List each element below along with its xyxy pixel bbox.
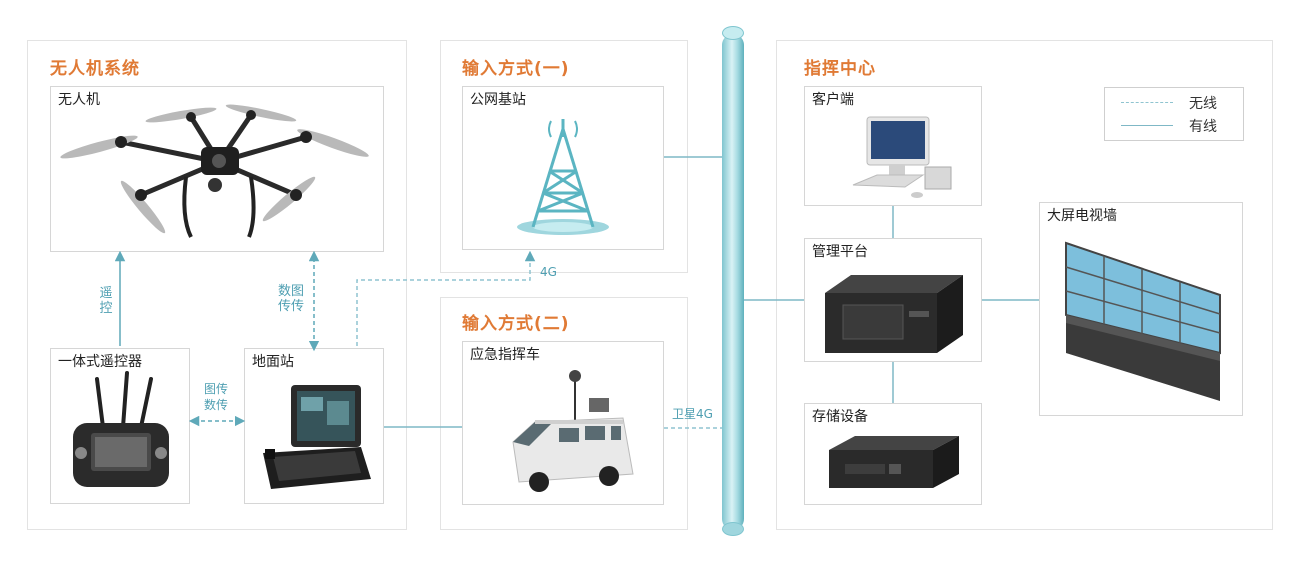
drone-icon	[60, 104, 369, 238]
network-backbone-pipe	[722, 34, 744, 530]
pipe-top-cap	[722, 26, 744, 40]
legend: 无线 有线	[1104, 87, 1244, 141]
image-data-label: 数图传传	[277, 284, 304, 314]
video-wall-label: 大屏电视墙	[1047, 205, 1120, 225]
client-box[interactable]: 客户端	[804, 86, 982, 206]
server-icon	[825, 275, 963, 353]
remote-box[interactable]: 一体式遥控器	[50, 348, 190, 504]
ground-station-label: 地面站	[252, 351, 297, 371]
client-label: 客户端	[812, 89, 857, 109]
command-center-title: 指挥中心	[804, 59, 876, 79]
base-station-box[interactable]: 公网基站	[462, 86, 664, 250]
image-transfer-label: 图传	[204, 382, 229, 396]
legend-wired-line	[1121, 125, 1173, 126]
command-vehicle-box[interactable]: 应急指挥车	[462, 341, 664, 505]
desktop-computer-icon	[852, 116, 952, 198]
management-platform-label: 管理平台	[812, 241, 871, 261]
drone-box[interactable]: 无人机	[50, 86, 384, 252]
storage-device-box[interactable]: 存储设备	[804, 403, 982, 505]
fourg-label: 4G	[540, 265, 557, 279]
storage-device-label: 存储设备	[812, 406, 871, 426]
video-wall-icon	[1065, 241, 1221, 401]
storage-icon	[829, 436, 959, 488]
van-icon	[512, 370, 634, 492]
cell-tower-icon	[517, 119, 609, 235]
input-two-title: 输入方式(二)	[462, 314, 570, 334]
pipe-bottom-cap	[722, 522, 744, 536]
remote-label: 一体式遥控器	[58, 351, 145, 371]
legend-wireless-line	[1121, 102, 1173, 103]
laptop-icon	[263, 385, 371, 489]
command-vehicle-label: 应急指挥车	[470, 344, 543, 364]
base-station-label: 公网基站	[470, 89, 529, 109]
ground-to-base-station-link	[356, 250, 536, 346]
drone-label: 无人机	[58, 89, 103, 109]
uav-system-title: 无人机系统	[50, 59, 140, 79]
legend-wireless-text: 无线	[1189, 96, 1217, 112]
data-transfer-label: 数传	[204, 398, 229, 412]
management-platform-box[interactable]: 管理平台	[804, 238, 982, 362]
input-one-title: 输入方式(一)	[462, 59, 570, 79]
video-wall-box[interactable]: 大屏电视墙	[1039, 202, 1243, 416]
satellite-label: 卫星4G	[672, 407, 713, 421]
remote-control-label: 遥控	[99, 286, 113, 316]
ground-station-box[interactable]: 地面站	[244, 348, 384, 504]
legend-wired-text: 有线	[1189, 119, 1217, 135]
remote-controller-icon	[73, 371, 169, 487]
